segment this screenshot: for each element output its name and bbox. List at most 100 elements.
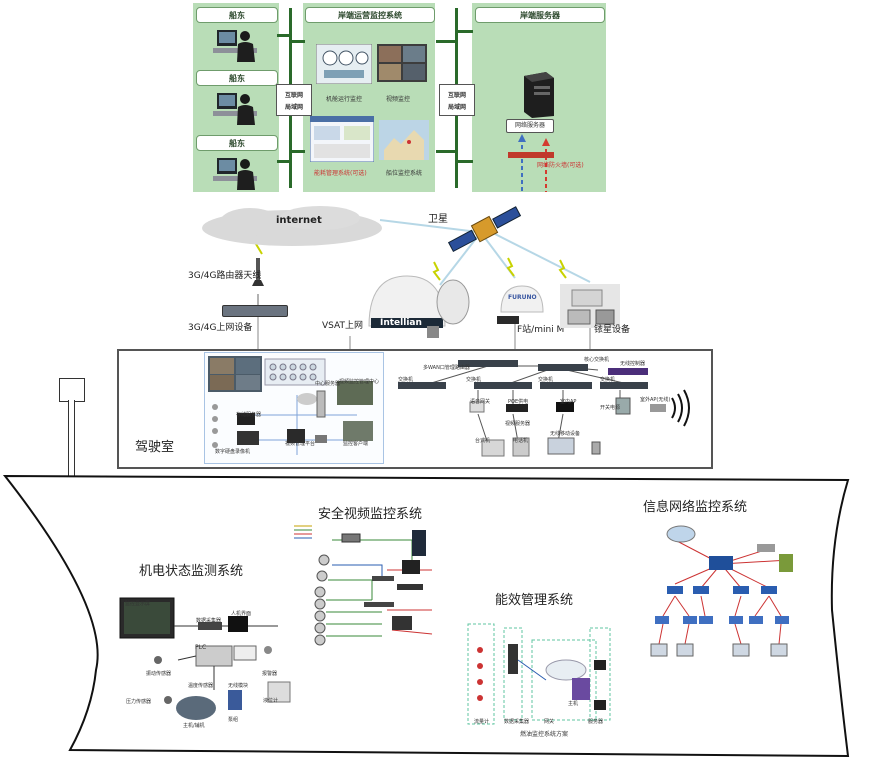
net-label-wifi: 无线移动设备: [550, 431, 581, 437]
machine-label-sensor3: 压力传感器: [126, 699, 152, 705]
lan-box-2-line1: 互联网: [447, 92, 466, 99]
ship-owner-header-2: 船东: [196, 70, 278, 86]
net-label-switch-c: 交换机: [538, 377, 554, 383]
lan-box-1-line2: 局域网: [284, 104, 303, 111]
net-label-switch-b: 交换机: [466, 377, 482, 383]
shore-branch-1c: [277, 160, 291, 163]
bridge-network-topology: [398, 360, 690, 457]
net-label-power: 开关电源: [600, 405, 621, 411]
machine-label-sensor1: 振动传感器: [146, 671, 172, 677]
workstation-2: [213, 93, 257, 125]
energy-label-server: 服务器: [588, 719, 604, 725]
machine-label-display: 监控显示屏: [125, 601, 151, 607]
energy-label-collector: 数据采集器: [504, 719, 530, 725]
satellite-label: 卫星: [428, 214, 448, 225]
vsat-dome-icon: [368, 275, 470, 338]
iridium-device-icon: [560, 284, 620, 328]
shore-branch-2a: [436, 40, 456, 43]
machine-label-alarm: 报警器: [262, 671, 278, 677]
energy-label-gateway: 网关: [544, 719, 555, 725]
lan-box-1: 互联网 局域网: [276, 84, 312, 116]
energy-label-engine: 主机: [568, 701, 579, 707]
lan-box-2-line2: 局域网: [447, 104, 466, 111]
net-label-ap: 室外AP(无线): [640, 397, 671, 403]
machine-system-diagram: [119, 597, 291, 720]
firewall-arrows: [508, 134, 554, 192]
network-system-diagram: [650, 525, 793, 657]
video-system-diagram: [294, 525, 433, 646]
machine-label-pump: 泵组: [228, 717, 239, 723]
net-label-voip: 语音网关: [470, 399, 491, 405]
net-label-poe: POE供电: [508, 399, 529, 405]
shore-branch-2d: [455, 160, 473, 163]
shore-branch-2c: [455, 30, 473, 33]
energy-caption: 燃油监控系统方案: [520, 731, 569, 738]
video-system-title: 安全视频监控系统: [318, 507, 423, 522]
machine-label-engine: 主机/辅机: [183, 723, 205, 729]
net-label-switch-d: 交换机: [600, 377, 616, 383]
bridge-left-label-video-mgr: 视频管理平台: [285, 441, 316, 447]
net-label-pc: 台式机: [475, 438, 491, 444]
net-label-ap-ctrl: 无线控制器: [620, 361, 646, 367]
bridge-left-label-station: 视频监控管理中心: [339, 379, 380, 385]
router-antenna-label: 3G/4G路由器天线: [188, 271, 262, 281]
network-server-caption-box: 网络服务器: [506, 119, 554, 133]
server-tower-icon: [524, 72, 554, 118]
router-antenna-icon: [252, 258, 264, 286]
net-label-core-switch: 核心交换机: [584, 357, 610, 363]
net-label-media: 视频服务器: [505, 421, 531, 427]
shore-monitor-header: 岸端运营监控系统: [305, 7, 435, 23]
bridge-left-label-storage: 存储服务器: [236, 412, 262, 418]
energy-system-diagram: [467, 623, 611, 725]
panel-position-label: 船位监控系统: [386, 170, 423, 177]
bridge-left-label-dvr: 数字硬盘录像机: [215, 449, 251, 455]
panel-energy-label: 能耗管理系统(可选): [314, 170, 367, 177]
lan-box-1-line1: 互联网: [284, 92, 303, 99]
fstation-label: F站/mini M: [517, 325, 565, 335]
video-monitor-screen: [377, 44, 427, 82]
machine-label-collector: 数据采集器: [196, 618, 222, 624]
fstation-brand: FURUNO: [508, 294, 537, 301]
energy-system-title: 能效管理系统: [495, 593, 574, 608]
workstation-1: [213, 30, 257, 62]
machine-label-tank: 液位计: [263, 698, 279, 704]
shore-branch-1a: [277, 34, 291, 37]
lan-box-2: 互联网 局域网: [439, 84, 475, 116]
machine-label-sensor2: 温度传感器: [188, 683, 214, 689]
ship-owner-header-3: 船东: [196, 135, 278, 151]
shore-server-header: 岸端服务器: [475, 7, 605, 23]
shore-branch-1e: [289, 150, 305, 153]
engine-room-monitor-screen: [316, 44, 372, 84]
vessel-position-screen: [379, 120, 429, 160]
network-server-caption: 网络服务器: [514, 122, 545, 129]
shore-monitor-panel: [303, 3, 435, 192]
ship-owner-header-1: 船东: [196, 7, 278, 23]
firewall-caption: 网络防火墙(可选): [537, 162, 584, 169]
machine-label-monitor: 人机界面: [231, 611, 252, 617]
net-label-ip-cam: 室内AP: [560, 399, 577, 405]
shore-branch-1d: [289, 40, 305, 43]
router-device-label: 3G/4G上网设备: [188, 323, 253, 333]
bridge-left-label-center: 中心服务器: [315, 381, 341, 387]
panel-engine-room-label: 机舱运行监控: [326, 96, 363, 103]
bridge-mast-box: [59, 378, 85, 402]
shore-branch-2b: [436, 150, 456, 153]
energy-mgmt-screen: [310, 116, 374, 162]
machine-system-title: 机电状态监测系统: [139, 564, 244, 579]
network-system-title: 信息网络监控系统: [643, 500, 748, 515]
bridge-label: 驾驶室: [135, 440, 175, 455]
vsat-label: VSAT上网: [322, 321, 363, 331]
fstation-dome-icon: [497, 285, 544, 324]
net-label-switch-a: 交换机: [398, 377, 414, 383]
machine-label-wireless: 无线模块: [228, 683, 249, 689]
vsat-brand: Intellian: [380, 318, 422, 328]
router-device-icon: [222, 305, 288, 317]
ship-hull-outline: [2, 474, 850, 758]
comm-links: [254, 219, 591, 350]
bridge-left-label-client: 监控客户端: [343, 441, 369, 447]
internet-label: internet: [276, 215, 322, 226]
energy-label-flowmeter: 流量计: [474, 719, 490, 725]
shore-workstation-icons: [213, 30, 257, 190]
workstation-3: [213, 158, 257, 190]
net-label-mgmt-switch: 多WAN口管理路由器: [423, 365, 470, 371]
